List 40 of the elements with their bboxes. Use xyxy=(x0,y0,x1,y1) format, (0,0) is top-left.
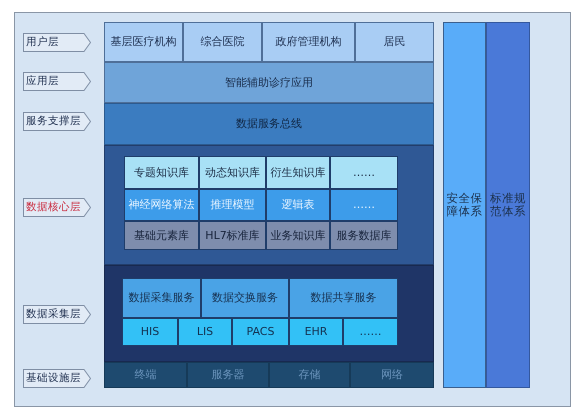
knowledge-base-block: 动态知识库 xyxy=(199,156,266,189)
user-group-block: 政府管理机构 xyxy=(262,22,355,62)
layer-tag: 数据采集层 xyxy=(23,305,91,324)
system-block: LIS xyxy=(178,318,232,346)
database-block: 基础元素库 xyxy=(124,221,199,250)
system-block: PACS xyxy=(232,318,289,346)
infrastructure-block: 终端 xyxy=(104,362,187,388)
data-service-block: 数据共享服务 xyxy=(289,278,398,318)
security-column: 安全保障体系 xyxy=(443,22,486,388)
algorithm-block: 推理模型 xyxy=(199,189,266,221)
core-layer-panel xyxy=(104,145,434,265)
system-block: EHR xyxy=(289,318,343,346)
database-block: 服务数据库 xyxy=(330,221,398,250)
layer-tag: 用户层 xyxy=(23,33,91,52)
layer-tag: 基础设施层 xyxy=(23,369,91,388)
data-service-block: 数据交换服务 xyxy=(201,278,289,318)
infrastructure-block: 网络 xyxy=(350,362,434,388)
knowledge-base-block: 衍生知识库 xyxy=(266,156,330,189)
application-bar: 智能辅助诊疗应用 xyxy=(104,62,434,103)
system-block: HIS xyxy=(122,318,178,346)
algorithm-block: 逻辑表 xyxy=(266,189,330,221)
knowledge-base-block: 专题知识库 xyxy=(124,156,199,189)
infrastructure-block: 服务器 xyxy=(187,362,269,388)
layer-tag: 服务支撑层 xyxy=(23,112,91,131)
data-service-block: 数据采集服务 xyxy=(122,278,201,318)
layer-tag: 应用层 xyxy=(23,72,91,91)
database-block: HL7标准库 xyxy=(199,221,266,250)
infrastructure-block: 存储 xyxy=(269,362,350,388)
knowledge-base-block: …… xyxy=(330,156,398,189)
user-group-block: 基层医疗机构 xyxy=(104,22,183,62)
database-block: 业务知识库 xyxy=(266,221,330,250)
collection-layer-panel xyxy=(104,265,434,362)
layer-tag: 数据核心层 xyxy=(23,198,91,217)
algorithm-block: 神经网络算法 xyxy=(124,189,199,221)
system-block: …… xyxy=(343,318,398,346)
standards-column: 标准规范体系 xyxy=(486,22,530,388)
user-group-block: 综合医院 xyxy=(183,22,262,62)
user-group-block: 居民 xyxy=(355,22,434,62)
algorithm-block: …… xyxy=(330,189,398,221)
service-bus-bar: 数据服务总线 xyxy=(104,103,434,145)
